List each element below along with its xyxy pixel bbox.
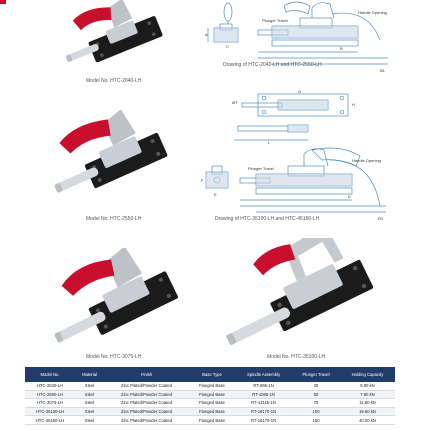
table-cell: 50 (292, 390, 340, 400)
table-cell: 100 (292, 407, 340, 417)
table-cell: RT-1085-1N (234, 390, 293, 400)
table-row: HTC-2550-LH Steel Zinc Plated/Powder Coa… (25, 390, 395, 400)
product-image-htc-2550 (54, 110, 168, 193)
label-handle-opening-1: Handle Opening (358, 10, 387, 15)
table-cell: HTC-35100-LH (25, 407, 75, 417)
dim-label-b1: B1 (380, 68, 386, 73)
table-cell: Flanged Base (188, 415, 235, 425)
table-row: HTC-3075-LH Steel Zinc Plated/Powder Coa… (25, 398, 395, 408)
table-cell: Zinc Plated/Powder Coated (104, 382, 189, 391)
dim-label-c: C (226, 44, 229, 49)
table-cell: RT-865-1N (234, 382, 293, 391)
dim-label-d: D (348, 194, 351, 199)
table-cell: 11.80 kN (339, 398, 395, 408)
table-cell: Steel (74, 390, 105, 400)
table-cell: 150 (292, 415, 340, 425)
table-row: HTC-35100-LH Steel Zinc Plated/Powder Co… (25, 407, 395, 417)
table-cell: RT-16170-1N (234, 415, 293, 425)
dim-label-g: G (298, 89, 301, 94)
technical-drawing-top-view: ØT G H L (232, 89, 355, 145)
technical-drawing-htc-35100-45150: Plunger Travel Handle Opening F E D R1 (201, 147, 386, 221)
dim-label-f: F (201, 178, 204, 183)
table-cell: HTC-2550-LH (25, 390, 75, 400)
table-cell: 40.00 kN (339, 415, 395, 425)
table-cell: HTC-45150-LH (25, 415, 75, 425)
product-image-htc-35100 (226, 238, 374, 345)
table-cell: 19.60 kN (339, 407, 395, 417)
table-header-row: Model No. Material Finish Base Type Spin… (25, 367, 395, 382)
column-header: Spindle Assembly (234, 367, 293, 382)
table-cell: RT-16170-1N (234, 407, 293, 417)
table-cell: Steel (74, 407, 105, 417)
table-cell: 5.90 kN (339, 382, 395, 391)
column-header: Plunger Travel (292, 367, 340, 382)
product-image-htc-2040 (66, 0, 163, 63)
table-cell: Zinc Plated/Powder Coated (104, 398, 189, 408)
table-cell: 7.80 kN (339, 390, 395, 400)
label-plunger-travel-1: Plunger Travel (262, 18, 288, 23)
table-cell: 40 (292, 382, 340, 391)
column-header: Model No. (25, 367, 75, 382)
caption-drawing-htc-35100-45150: Drawing of HTC-35100-LH and HTC-45150-LH (215, 216, 320, 222)
table-cell: Steel (74, 398, 105, 408)
dim-label-dia: ØT (232, 100, 238, 105)
label-plunger-travel-2: Plunger Travel (248, 166, 274, 171)
table-cell: 75 (292, 398, 340, 408)
table-cell: Flanged Base (188, 382, 235, 391)
table-cell: Steel (74, 415, 105, 425)
dim-label-h: H (352, 102, 355, 107)
table-cell: RT-12115-1N (234, 398, 293, 408)
table-cell: HTC-2040-LH (25, 382, 75, 391)
table-cell: Zinc Plated/Powder Coated (104, 415, 189, 425)
caption-model-htc-2040: Model No. HTC-2040-LH (86, 78, 142, 84)
specification-table: Model No. Material Finish Base Type Spin… (25, 367, 395, 425)
table-cell: Zinc Plated/Powder Coated (104, 407, 189, 417)
table-cell: Steel (74, 382, 105, 391)
technical-drawing-htc-2040-2550: Plunger Travel Handle Opening A C B B1 (205, 1, 388, 73)
label-handle-opening-2: Handle Opening (352, 158, 381, 163)
dim-label-a: A (205, 32, 208, 37)
table-cell: Flanged Base (188, 407, 235, 417)
table-row: HTC-45150-LH Steel Zinc Plated/Powder Co… (25, 415, 395, 425)
caption-model-htc-2550: Model No. HTC-2550-LH (86, 216, 142, 222)
dim-label-r1: R1 (378, 216, 384, 221)
table-cell: Flanged Base (188, 398, 235, 408)
table-cell: HTC-3075-LH (25, 398, 75, 408)
table-cell: Zinc Plated/Powder Coated (104, 390, 189, 400)
product-image-htc-3075 (54, 248, 178, 343)
caption-drawing-htc-2040-2550: Drawing of HTC-2040-LH and HTC-2550-LH (223, 62, 322, 68)
dim-label-l: L (268, 140, 271, 145)
caption-model-htc-35100: Model No. HTC-35100-LH (267, 354, 326, 360)
dim-label-b: B (340, 46, 343, 51)
column-header: Material (74, 367, 105, 382)
dim-label-e: E (214, 192, 217, 197)
column-header: Holding Capacity (339, 367, 395, 382)
table-row: HTC-2040-LH Steel Zinc Plated/Powder Coa… (25, 382, 395, 391)
column-header: Base Type (188, 367, 235, 382)
column-header: Finish (104, 367, 189, 382)
caption-model-htc-3075: Model No. HTC-3075-LH (86, 354, 142, 360)
corner-red-mark (0, 0, 6, 4)
table-cell: Flanged Base (188, 390, 235, 400)
